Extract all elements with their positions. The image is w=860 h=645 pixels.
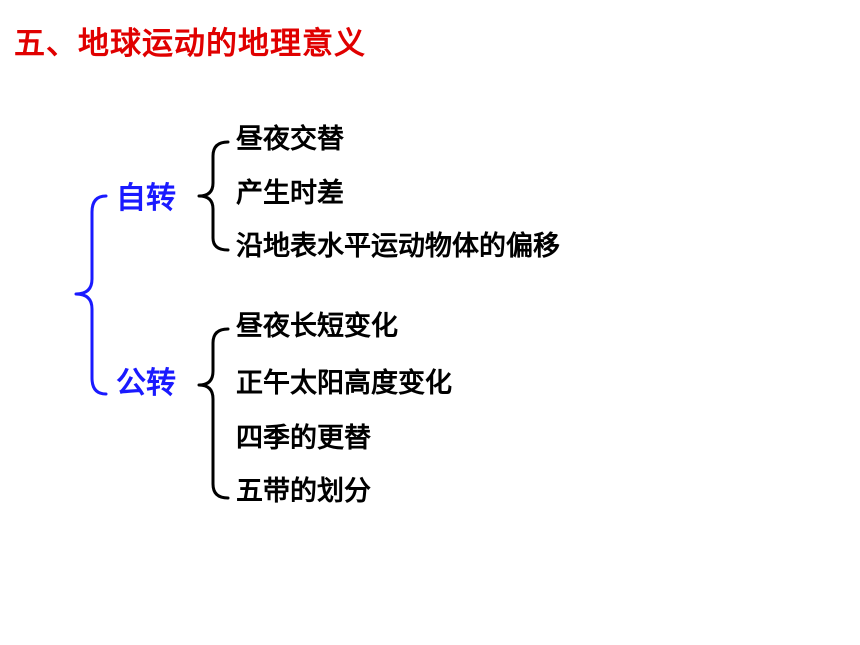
rotation-item-day-night: 昼夜交替	[236, 124, 344, 155]
main-brace	[74, 194, 108, 396]
branch-revolution-label: 公转	[116, 366, 176, 401]
rotation-item-deflection: 沿地表水平运动物体的偏移	[236, 231, 560, 262]
revolution-brace	[197, 327, 230, 500]
revolution-item-five-zones: 五带的划分	[236, 476, 371, 507]
page-title: 五、地球运动的地理意义	[14, 26, 366, 62]
branch-rotation-label: 自转	[116, 181, 176, 216]
revolution-item-day-length: 昼夜长短变化	[236, 311, 398, 342]
revolution-item-solar-altitude: 正午太阳高度变化	[236, 368, 452, 399]
rotation-item-time-difference: 产生时差	[236, 178, 344, 209]
revolution-item-seasons: 四季的更替	[236, 423, 371, 454]
rotation-brace	[197, 140, 230, 252]
